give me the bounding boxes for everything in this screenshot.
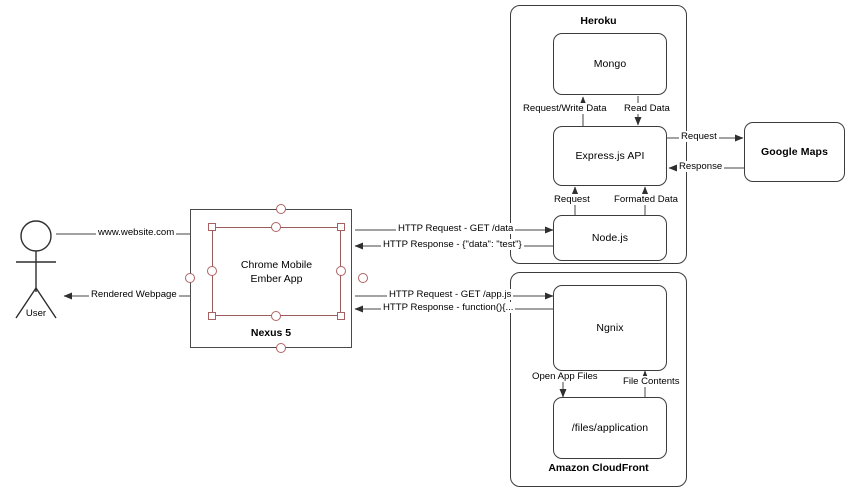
node-nodejs-label: Node.js bbox=[591, 231, 629, 244]
edge-label-read-data: Read Data bbox=[622, 103, 672, 114]
node-files[interactable]: /files/application bbox=[553, 397, 667, 459]
device-screen[interactable]: Chrome Mobile Ember App bbox=[212, 227, 341, 316]
edge-label-request-write-data: Request/Write Data bbox=[521, 103, 609, 114]
selection-handle-bottom-right[interactable] bbox=[337, 312, 345, 320]
selection-handle-bottom-left[interactable] bbox=[208, 312, 216, 320]
device-caption: Nexus 5 bbox=[250, 327, 292, 339]
node-files-label: /files/application bbox=[571, 421, 649, 434]
edge-label-http-response-data: HTTP Response - {"data": "test"} bbox=[381, 239, 524, 250]
device-handle-mid-right[interactable] bbox=[358, 273, 368, 283]
node-mongo[interactable]: Mongo bbox=[553, 33, 667, 95]
edge-label-http-request-appjs: HTTP Request - GET /app.js bbox=[387, 289, 514, 300]
node-ngnix-label: Ngnix bbox=[596, 321, 624, 334]
node-google-maps[interactable]: Google Maps bbox=[744, 122, 845, 182]
selection-handle-top-right[interactable] bbox=[337, 223, 345, 231]
edge-label-open-app-files: Open App Files bbox=[530, 371, 600, 382]
edge-label-request-node: Request bbox=[552, 194, 592, 205]
edge-label-rendered-webpage: Rendered Webpage bbox=[89, 289, 179, 300]
edge-label-formated-data: Formated Data bbox=[612, 194, 680, 205]
node-ngnix[interactable]: Ngnix bbox=[553, 285, 667, 371]
edge-label-http-response-function: HTTP Response - function(){... bbox=[381, 302, 516, 313]
edge-label-www-website: www.website.com bbox=[96, 227, 177, 238]
edge-label-http-request-data: HTTP Request - GET /data bbox=[396, 223, 516, 234]
selection-handle-top-left[interactable] bbox=[208, 223, 216, 231]
device-screen-line2: Ember App bbox=[250, 272, 303, 285]
group-cloudfront[interactable]: Amazon CloudFront bbox=[510, 272, 687, 487]
edge-label-response-gmaps: Response bbox=[677, 161, 725, 172]
node-express-label: Express.js API bbox=[575, 149, 645, 162]
edge-label-file-contents: File Contents bbox=[621, 376, 682, 387]
device-handle-mid-left[interactable] bbox=[185, 273, 195, 283]
device-handle-top-center[interactable] bbox=[276, 204, 286, 214]
selection-handle-bottom-center[interactable] bbox=[271, 311, 281, 321]
selection-handle-top-center[interactable] bbox=[271, 222, 281, 232]
group-cloudfront-title: Amazon CloudFront bbox=[548, 462, 649, 474]
edge-label-request-gmaps: Request bbox=[679, 131, 719, 142]
user-actor-icon bbox=[15, 220, 57, 319]
selection-handle-mid-left[interactable] bbox=[207, 266, 217, 276]
node-mongo-label: Mongo bbox=[593, 57, 627, 70]
node-nodejs[interactable]: Node.js bbox=[553, 215, 667, 261]
device-screen-line1: Chrome Mobile bbox=[240, 258, 313, 271]
selection-handle-mid-right[interactable] bbox=[336, 266, 346, 276]
group-heroku-title: Heroku bbox=[580, 15, 617, 27]
device-handle-bottom-center[interactable] bbox=[276, 343, 286, 353]
device-screen-text: Chrome Mobile Ember App bbox=[241, 258, 312, 286]
node-express[interactable]: Express.js API bbox=[553, 126, 667, 186]
node-google-maps-label: Google Maps bbox=[760, 145, 829, 158]
user-label: User bbox=[25, 308, 47, 319]
